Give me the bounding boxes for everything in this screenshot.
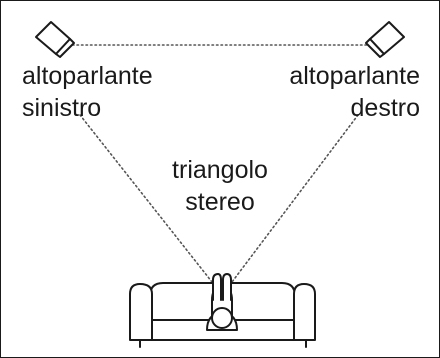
line-right-to-listener — [231, 114, 359, 283]
stereo-triangle-lines — [67, 44, 375, 283]
speaker-icon — [35, 21, 75, 58]
label-right-speaker-line1: altoparlante — [289, 62, 420, 90]
label-left-speaker: altoparlante sinistro — [22, 60, 153, 124]
label-stereo-triangle-line2: stereo — [185, 188, 255, 216]
label-left-speaker-line1: altoparlante — [22, 62, 153, 90]
person-on-sofa-icon — [129, 273, 316, 348]
line-left-to-listener — [79, 114, 213, 283]
label-stereo-triangle-line1: triangolo — [172, 156, 268, 184]
speaker-icon — [365, 21, 405, 58]
label-left-speaker-line2: sinistro — [22, 94, 102, 122]
label-right-speaker-line2: destro — [350, 94, 420, 122]
label-stereo-triangle: triangolo stereo — [150, 154, 290, 218]
label-right-speaker: altoparlante destro — [289, 60, 420, 124]
